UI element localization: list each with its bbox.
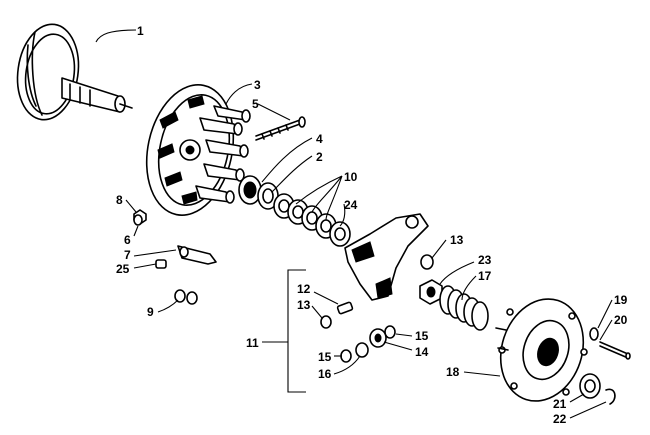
- part-2-4-bushing-washer: [238, 175, 279, 210]
- callout-12: 12: [297, 282, 311, 296]
- callout-3: 3: [254, 78, 261, 92]
- part-19-washer: [589, 327, 599, 341]
- part-16-bushing: [355, 342, 369, 358]
- callout-10: 10: [344, 170, 358, 184]
- leader-lines: [95, 29, 613, 419]
- callout-16: 16: [318, 367, 332, 381]
- part-18-hub: [495, 298, 588, 402]
- part-15-washer-b: [340, 349, 352, 363]
- part-17-spring: [439, 285, 489, 331]
- part-13-washer-a: [320, 315, 332, 329]
- part-7-lever: [177, 245, 217, 265]
- group-bracket-11: [287, 269, 306, 393]
- callout-24: 24: [344, 198, 358, 212]
- callout-25: 25: [116, 262, 130, 276]
- part-13-washer-b: [420, 254, 434, 270]
- callout-7: 7: [124, 248, 131, 262]
- part-9-washers: [174, 289, 198, 305]
- callout-15-b: 15: [318, 350, 332, 364]
- part-10-24-washers: [273, 193, 351, 247]
- part-21-bearing: [579, 373, 601, 399]
- callout-5: 5: [252, 97, 259, 111]
- callout-labels: 1 3 5 4 2 10 24 8 6 7 25 9 11 12 13 13 2…: [116, 24, 628, 426]
- part-1-sheave-shaft: [16, 23, 133, 121]
- callout-2: 2: [316, 150, 323, 164]
- part-6-washer: [133, 214, 143, 226]
- callout-20: 20: [614, 313, 628, 327]
- callout-11: 11: [246, 336, 259, 350]
- part-25-pin: [155, 259, 167, 269]
- callout-15-a: 15: [415, 329, 429, 343]
- part-22-clip: [605, 388, 616, 405]
- part-20-bolt: [599, 341, 631, 360]
- callout-1: 1: [137, 24, 144, 38]
- callout-21: 21: [553, 397, 567, 411]
- callout-9: 9: [147, 305, 154, 319]
- part-3-spider-assembly: [145, 84, 251, 216]
- callout-19: 19: [614, 293, 628, 307]
- callout-6: 6: [124, 233, 131, 247]
- callout-18: 18: [446, 365, 460, 379]
- part-15-washer-a: [384, 325, 396, 339]
- callout-13-a: 13: [297, 298, 311, 312]
- callout-22: 22: [553, 412, 567, 426]
- callout-17: 17: [478, 269, 492, 283]
- part-23-nut: [419, 279, 443, 305]
- callout-13-b: 13: [450, 233, 464, 247]
- cam-arm-bracket: [344, 213, 429, 301]
- callout-4: 4: [316, 132, 323, 146]
- part-5-bolt: [255, 116, 306, 141]
- callout-8: 8: [116, 193, 123, 207]
- callout-23: 23: [478, 253, 492, 267]
- part-14-roller: [369, 328, 387, 348]
- callout-14: 14: [415, 345, 429, 359]
- part-12-pin: [336, 301, 354, 315]
